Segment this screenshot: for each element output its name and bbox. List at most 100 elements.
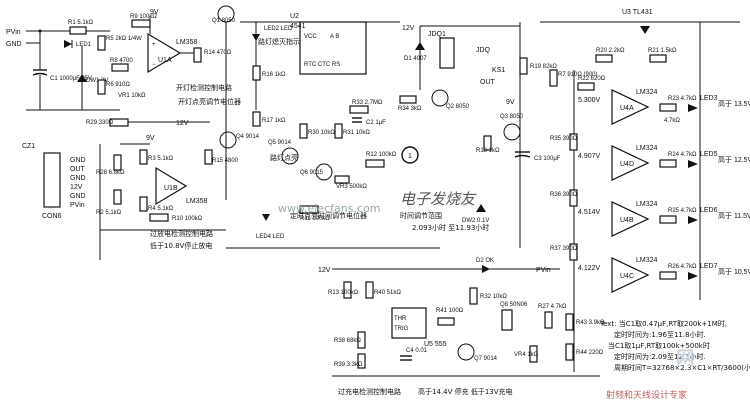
q2-transistor (431, 89, 449, 107)
svg-text:TRIG: TRIG (394, 326, 409, 332)
over-charge-section: 12V D2 OK PVin R13 100kΩ R40 51kΩ THR TR… (318, 258, 605, 396)
r37-resistor (569, 243, 578, 261)
svg-text:THR: THR (394, 316, 407, 322)
u4d-label: U4D (620, 161, 634, 168)
open-vr-caption: 开灯点亮调节电位器 (178, 97, 241, 106)
r21-label: R21 1.5kΩ (648, 48, 677, 54)
u1b-label: U1B (164, 185, 178, 192)
q8-mosfet (501, 309, 513, 331)
v2-label: 4.907V (578, 153, 601, 160)
r4-resistor (139, 196, 148, 212)
open-detect-caption: 开灯检测控制电路 (176, 83, 232, 92)
q6-label: Q6 9015 (300, 170, 324, 176)
cz1-label: CZ1 (22, 143, 35, 150)
ic4541-label: 4541 (290, 23, 306, 30)
r13-resistor (343, 281, 352, 299)
r3-resistor (139, 149, 148, 165)
led7-icon (688, 272, 698, 280)
r17-label: R17 1kΩ (262, 118, 286, 124)
r16-label: R16 1kΩ (262, 72, 286, 78)
r44-label: R44 220Ω (576, 350, 604, 356)
r24-label: R24 4.7kΩ (668, 152, 697, 158)
ks1-label: KS1 (492, 67, 505, 74)
r5-label: R5 2kΩ 1/4W (106, 36, 142, 42)
r9-resistor (131, 19, 151, 28)
r38-label: R38 68kΩ (334, 338, 361, 344)
hi2-label: 高于 12.5V 点亮 (718, 155, 750, 164)
r38-resistor (357, 331, 366, 349)
time-range-value: 2.093小时 至11.93小时 (412, 223, 489, 232)
led7-label: LED7 (700, 263, 718, 270)
v4-label: 4.122V (578, 265, 601, 272)
r36-resistor (569, 189, 578, 207)
r8-resistor (111, 63, 129, 72)
over-discharge-caption: 过放电检测控制电路 (150, 229, 213, 238)
led5-label: LED5 (700, 151, 718, 158)
jdq-label: JDQ (476, 47, 491, 54)
v3-label: 4.514V (578, 209, 601, 216)
r23-resistor (659, 103, 677, 112)
watermarks: 电子发烧友 www.elecfans.com 时间调节范围 2.093小时 至1… (278, 190, 694, 401)
relay-section: 12V D1 4007 JDQ1 JDQ OUT R34 3kΩ Q2 8050 (398, 25, 520, 112)
led3-icon (688, 104, 698, 112)
r40-resistor (365, 281, 374, 299)
con6-connector (43, 152, 61, 208)
u2-label: U2 (290, 13, 299, 20)
dw1-zener-icon (77, 74, 87, 82)
over-discharge-section: 9V R28 6.8kΩ R3 5.1kΩ U1B LM358 R2 5.1kΩ… (96, 131, 260, 260)
watermark-cn: 电子发烧友 (400, 190, 477, 208)
hi4-label: 高于 10.5V 点亮 (718, 267, 750, 276)
led4-icon (262, 214, 270, 221)
led1-label: LED1 (76, 42, 92, 48)
watermark-rf: 射频和天线设计专家 (606, 389, 687, 401)
d1-diode-icon (415, 42, 425, 50)
r19-resistor (519, 57, 528, 75)
led4-cn-label: 路灯点亮 (270, 153, 298, 162)
q5-label: Q5 9014 (268, 140, 292, 146)
r15-label: R15 4800 (212, 158, 239, 164)
r19-label: R19 82kΩ (530, 64, 557, 70)
jdq1-label: JDQ1 (428, 31, 446, 38)
lm324-a: LM324 (636, 89, 658, 96)
lm324-c: LM324 (636, 257, 658, 264)
q1-label: Q1 8050 (212, 18, 236, 24)
note-line-1: Text: 当C1取0.47μF,RT取200k+1M时, (599, 319, 727, 328)
hi1-label: 高于 13.5V 点亮 (718, 99, 750, 108)
r33-resistor (349, 105, 369, 114)
c3-label: C3 100μF (534, 156, 561, 162)
u5-555-ic (391, 307, 427, 339)
r18-label: R18 1kΩ (476, 148, 500, 154)
q4-transistor (219, 131, 237, 149)
r25-label: R25 4.7kΩ (668, 208, 697, 214)
u1a-opamp (147, 32, 182, 74)
v12b-label: 12V (402, 25, 415, 32)
r1-resistor (69, 26, 87, 35)
over-charge-threshold: 高于14.4V 停充 低于13V充电 (418, 387, 513, 396)
note-line-3: 当C1取1μF,RT取100k+500k时 (608, 341, 710, 350)
u4b-label: U4B (620, 217, 634, 224)
r2-resistor (113, 189, 122, 205)
r43-label: R43 3.9kΩ (576, 320, 605, 326)
r39-label: R39 3.3kΩ (334, 362, 363, 368)
r31-label: R31 10kΩ (343, 130, 370, 136)
c1-label: C1 1000μF 25V (50, 76, 92, 82)
v12-bottom: 12V (318, 267, 331, 274)
r13-label: R13 100kΩ (328, 290, 359, 296)
pvin2-label: PVin (536, 267, 551, 274)
pvin-label: PVin (6, 29, 21, 36)
vr4-pot (529, 345, 538, 363)
dw1-label: DW1 3V (86, 78, 108, 84)
q7-label: Q7 9014 (474, 356, 498, 362)
r14-label: R14 470Ω (204, 50, 232, 56)
r10-resistor (149, 213, 169, 222)
r14-resistor (193, 47, 202, 63)
r30-label: R30 10kΩ (308, 130, 335, 136)
q7-transistor (457, 343, 475, 361)
r5-resistor (97, 35, 106, 51)
r11-resistor (299, 205, 319, 214)
v9b-label: 9V (146, 135, 155, 142)
svg-text:VCC: VCC (304, 34, 317, 40)
v9c-label: 9V (506, 99, 515, 106)
r26-label: R26 4.7kΩ (668, 264, 697, 270)
